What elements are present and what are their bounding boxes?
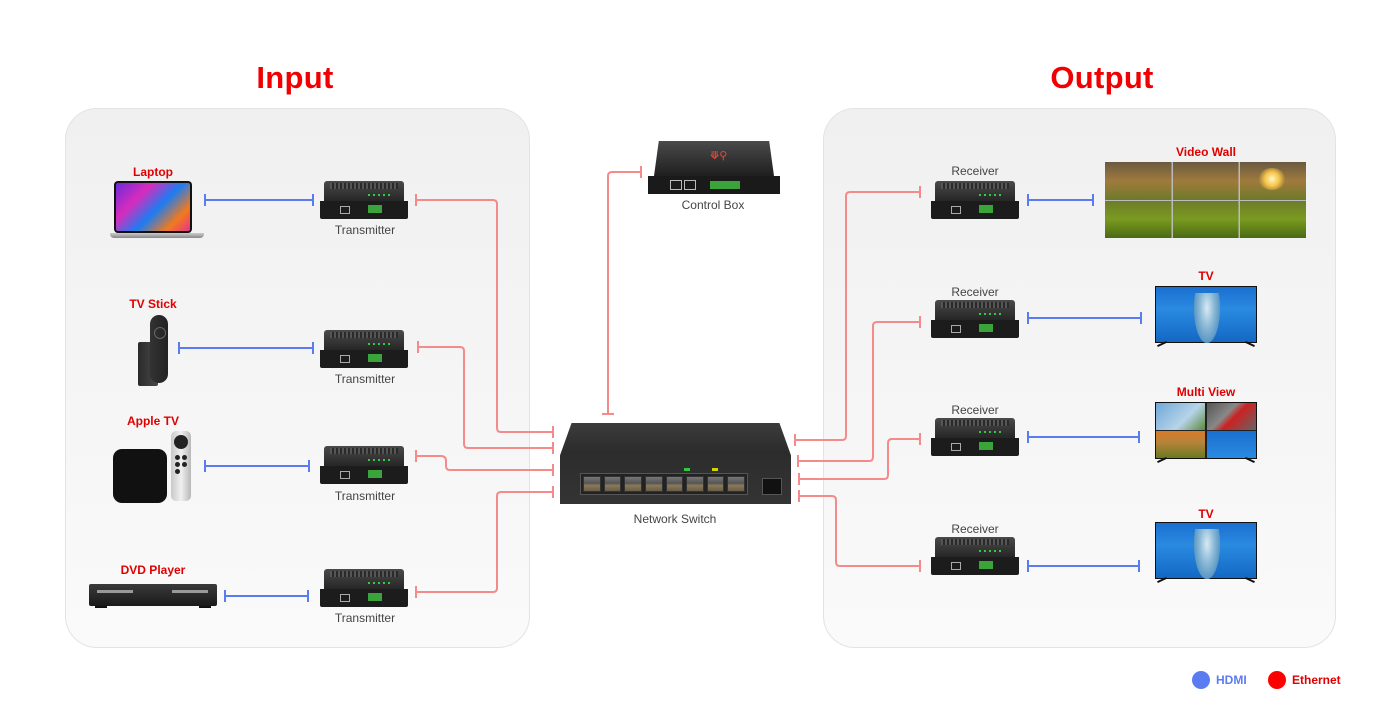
hdmi-wire-apple-tv <box>204 460 310 472</box>
receiver-1-icon <box>931 181 1019 219</box>
receiver-4-label: Receiver <box>951 522 999 536</box>
transmitter-3-icon <box>320 446 408 484</box>
control-box-icon: ⟱⚲ <box>648 141 780 196</box>
source-label-laptop: Laptop <box>133 165 173 179</box>
transmitter-2-icon <box>320 330 408 368</box>
ethernet-wire-rx2 <box>797 316 921 467</box>
ethernet-wire-rx4 <box>798 490 921 572</box>
control-box-label: Control Box <box>681 198 745 212</box>
network-switch-icon <box>560 423 791 504</box>
receiver-1-label: Receiver <box>951 164 999 178</box>
dvd-player-icon <box>89 581 217 608</box>
display-label-tv-2: TV <box>1198 507 1214 521</box>
source-label-dvd-player: DVD Player <box>120 563 186 577</box>
input-title: Input <box>256 60 334 95</box>
legend-hdmi-label: HDMI <box>1216 673 1247 687</box>
ethernet-legend-dot-icon <box>1268 671 1286 689</box>
legend-hdmi: HDMI <box>1192 671 1247 689</box>
ethernet-wire-rx1 <box>794 186 921 446</box>
ethernet-wire-control-box <box>602 166 642 415</box>
legend-ethernet-label: Ethernet <box>1292 673 1341 687</box>
source-label-apple-tv: Apple TV <box>126 414 179 428</box>
transmitter-3-label: Transmitter <box>334 489 396 503</box>
tv-stick-icon <box>134 315 178 387</box>
hdmi-wire-tv-2 <box>1027 560 1140 572</box>
hdmi-wire-dvd <box>224 590 309 602</box>
hdmi-wire-video-wall <box>1027 194 1094 206</box>
ethernet-wire-rx3 <box>798 433 921 485</box>
receiver-2-label: Receiver <box>951 285 999 299</box>
display-label-tv-1: TV <box>1198 269 1214 283</box>
source-label-tv-stick: TV Stick <box>129 297 177 311</box>
transmitter-4-label: Transmitter <box>334 611 396 625</box>
ethernet-wire-tx3 <box>415 450 554 476</box>
apple-tv-icon <box>113 431 193 503</box>
multi-view-icon <box>1155 402 1257 466</box>
tv-icon <box>1155 522 1257 586</box>
network-switch-label: Network Switch <box>633 512 717 526</box>
hdmi-wire-laptop <box>204 194 314 206</box>
hdmi-legend-dot-icon <box>1192 671 1210 689</box>
hdmi-wire-tv-1 <box>1027 312 1142 324</box>
receiver-3-icon <box>931 418 1019 456</box>
video-wall-icon <box>1105 162 1306 238</box>
transmitter-1-label: Transmitter <box>334 223 396 237</box>
ethernet-wire-tx2 <box>417 341 554 454</box>
legend-ethernet: Ethernet <box>1268 671 1341 689</box>
receiver-2-icon <box>931 300 1019 338</box>
ethernet-wire-tx1 <box>415 194 554 438</box>
display-label-multi-view: Multi View <box>1176 385 1236 399</box>
ethernet-wire-tx4 <box>415 486 554 598</box>
transmitter-4-icon <box>320 569 408 607</box>
transmitter-1-icon <box>320 181 408 219</box>
receiver-4-icon <box>931 537 1019 575</box>
receiver-3-label: Receiver <box>951 403 999 417</box>
hdmi-wire-tv-stick <box>178 342 314 354</box>
display-label-video-wall: Video Wall <box>1175 145 1236 159</box>
laptop-icon <box>110 181 204 238</box>
tv-icon <box>1155 286 1257 350</box>
output-title: Output <box>1050 60 1154 95</box>
transmitter-2-label: Transmitter <box>334 372 396 386</box>
hdmi-wire-multi-view <box>1027 431 1140 443</box>
